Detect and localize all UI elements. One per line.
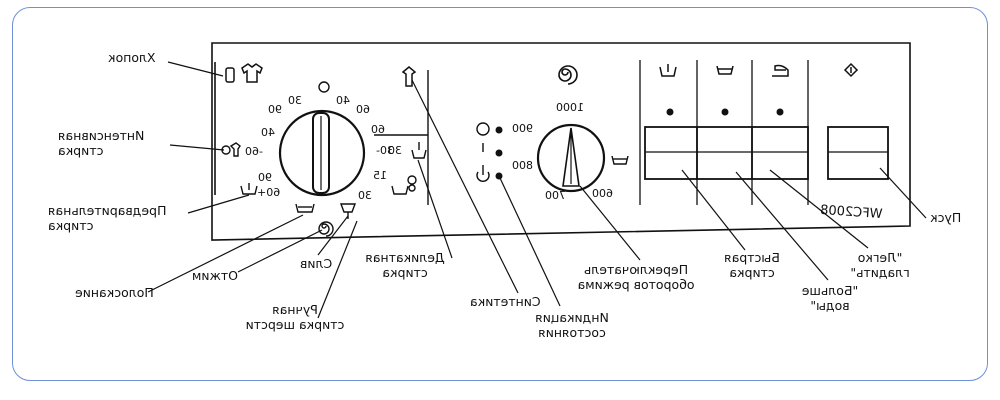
program-tick: 90 bbox=[258, 171, 272, 184]
label-rinse: Полоскание bbox=[75, 285, 154, 300]
spin-tick: 800 bbox=[512, 159, 533, 172]
quick-wash-icon bbox=[659, 64, 677, 77]
spin-tick: 600 bbox=[592, 187, 613, 200]
option-buttons[interactable] bbox=[644, 108, 809, 180]
prewash-icon bbox=[240, 183, 258, 195]
program-tick: -60 bbox=[245, 145, 263, 158]
label-spin: Отжим bbox=[192, 268, 238, 283]
label-synthetic: Синтетика bbox=[470, 294, 541, 309]
delicate-icon bbox=[411, 142, 427, 159]
control-panel-outline bbox=[211, 42, 911, 241]
program-tick: 60 bbox=[356, 103, 370, 116]
label-start: Пуск bbox=[930, 210, 962, 225]
wool-icon bbox=[391, 175, 417, 195]
program-tick: 15 bbox=[373, 169, 387, 182]
program-tick: 30 bbox=[358, 189, 372, 202]
drain-icon bbox=[339, 203, 357, 219]
program-tick: 60+ bbox=[257, 186, 281, 199]
shirt-icon bbox=[225, 63, 263, 83]
program-tick: 40 bbox=[261, 126, 275, 139]
start-button[interactable] bbox=[827, 126, 889, 180]
leader-lines bbox=[147, 61, 927, 319]
spin-tick: 900 bbox=[512, 122, 533, 135]
spiral-icon bbox=[558, 65, 578, 85]
spin-tick: 700 bbox=[545, 189, 566, 202]
status-indicators bbox=[476, 122, 503, 182]
spin-tick: 1000 bbox=[556, 101, 584, 114]
program-dial[interactable] bbox=[278, 81, 366, 197]
label-drain: Слив bbox=[300, 256, 333, 271]
intensive-icon bbox=[221, 142, 241, 157]
spin-dial-tub-icon bbox=[611, 155, 629, 165]
program-tick: 30 bbox=[388, 144, 402, 157]
spin-small-icon bbox=[318, 221, 334, 237]
diagram-frame bbox=[12, 7, 988, 381]
program-tick: 90 bbox=[268, 103, 282, 116]
more-water-icon bbox=[716, 65, 734, 75]
program-tick: 40 bbox=[336, 94, 350, 107]
program-tick: 60 bbox=[371, 123, 385, 136]
easy-iron-icon bbox=[772, 64, 789, 77]
start-icon bbox=[843, 62, 859, 78]
rinse-icon bbox=[295, 203, 315, 213]
spin-speed-dial[interactable] bbox=[536, 123, 606, 193]
program-tick: 30 bbox=[288, 94, 302, 107]
label-cotton: Хлопок bbox=[108, 50, 156, 65]
